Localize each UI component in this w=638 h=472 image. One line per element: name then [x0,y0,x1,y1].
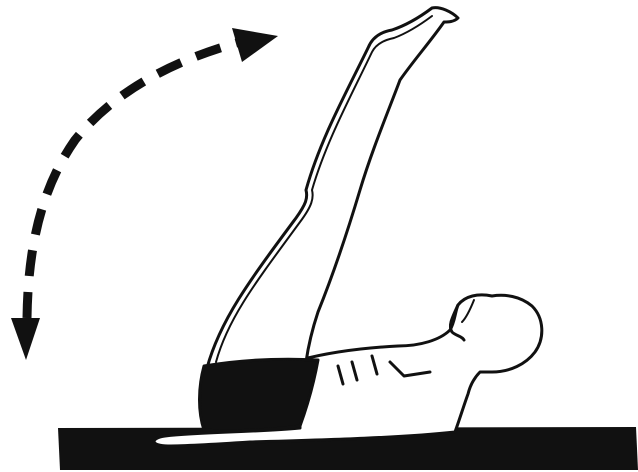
figure-shorts [200,359,319,431]
arrowhead-top-icon [232,28,278,62]
figure [154,8,542,446]
figure-leg-outer [207,8,458,368]
motion-arc-dashed-path [27,42,240,318]
arrowhead-bottom-icon [11,318,40,360]
